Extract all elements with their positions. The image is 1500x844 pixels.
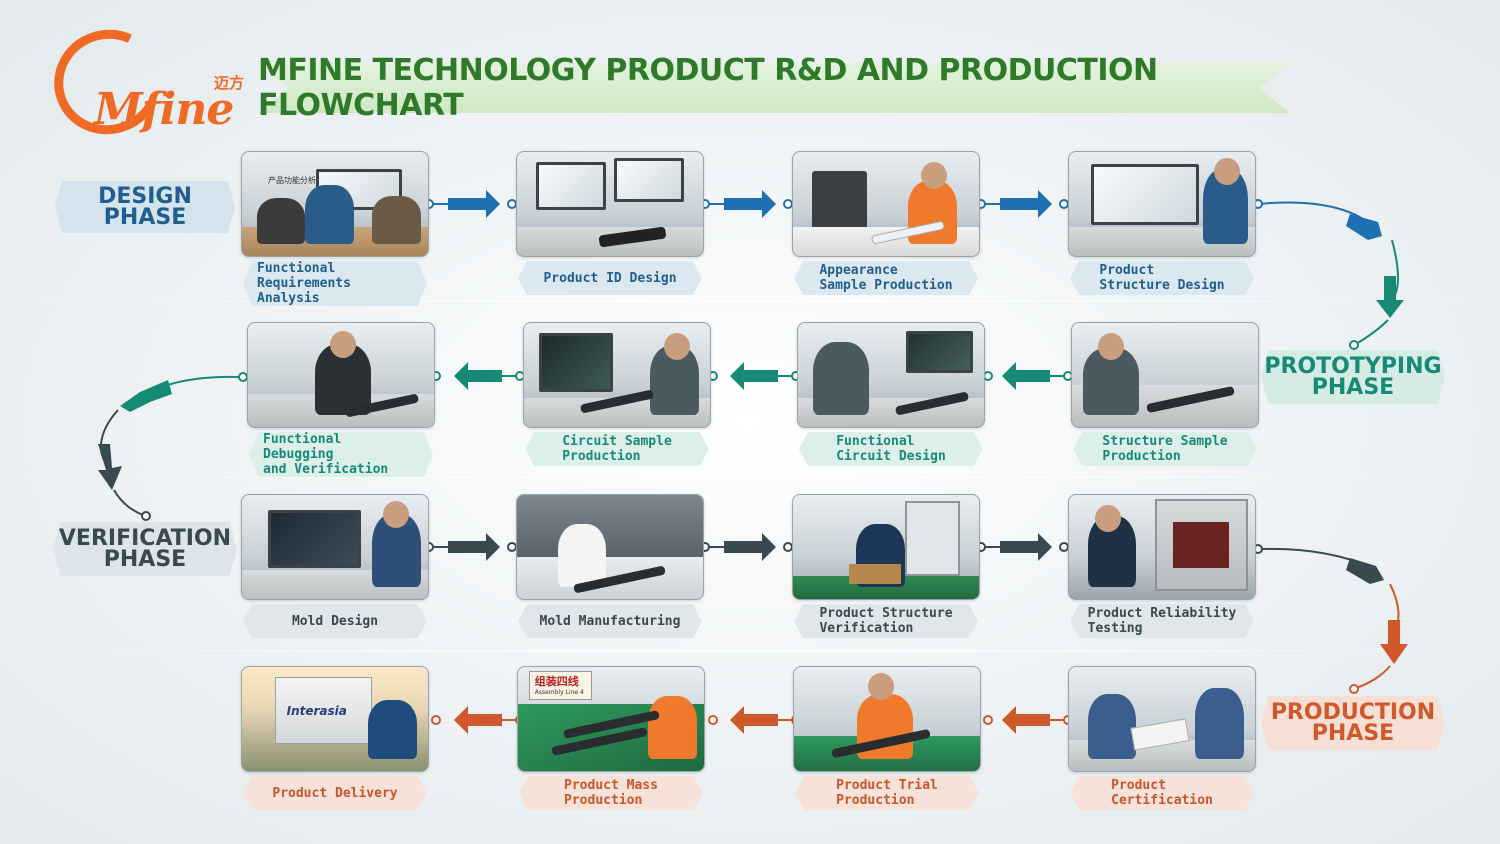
step-photo	[516, 494, 704, 600]
page-title: MFINE TECHNOLOGY PRODUCT R&D AND PRODUCT…	[258, 53, 1158, 123]
step-label: Product Structure Verification	[794, 604, 978, 638]
monitor	[535, 162, 607, 211]
chamber-window	[1173, 522, 1229, 568]
logo-wordmark: Mfine	[94, 84, 234, 135]
test-rig	[904, 501, 961, 577]
step-label: Functional Debugging and Verification	[249, 432, 433, 477]
step-label: Product Mass Production	[519, 776, 703, 810]
worker	[648, 696, 697, 759]
step-product-id-design: Product ID Design	[516, 151, 704, 295]
monitor	[905, 331, 973, 373]
step-product-mass-production: 组装四线 Assembly Line 4 Product Mass Produc…	[517, 666, 705, 810]
step-mold-manufacturing: Mold Manufacturing	[516, 494, 704, 638]
step-label: Mold Manufacturing	[518, 604, 702, 638]
board-text: 产品功能分析	[268, 175, 317, 185]
step-label: Product Certification	[1070, 776, 1254, 810]
worker	[368, 700, 417, 759]
floor	[793, 576, 979, 599]
step-photo	[247, 322, 435, 428]
engineer	[812, 341, 869, 415]
step-product-trial-production: Product Trial Production	[793, 666, 981, 810]
verification-arrows	[424, 533, 1408, 694]
monitor	[613, 158, 685, 202]
step-product-certification: Product Certification	[1068, 666, 1256, 810]
engineer-head	[329, 331, 356, 359]
3d-printer	[811, 170, 868, 229]
step-label: Product ID Design	[518, 261, 702, 295]
step-functional-circuit-design: Functional Circuit Design	[797, 322, 985, 466]
step-functional-requirements-analysis: 产品功能分析 Functional Requirements Analysis	[241, 151, 429, 306]
step-label: Mold Design	[243, 604, 427, 638]
step-photo	[1068, 666, 1256, 772]
design-arrows	[424, 190, 1404, 350]
truck	[275, 677, 373, 744]
engineer-head	[383, 501, 410, 529]
step-photo	[793, 666, 981, 772]
mfine-logo: 迈方 Mfine	[39, 14, 254, 150]
step-label: Product Delivery	[243, 776, 427, 810]
presenter	[305, 185, 354, 244]
step-label: Product Trial Production	[795, 776, 979, 810]
technician-head	[1098, 333, 1125, 361]
step-product-delivery: Interasia Product Delivery	[241, 666, 429, 810]
worker-head	[868, 673, 895, 701]
phase-label-design: DESIGN PHASE	[55, 181, 235, 233]
assembly-sign	[529, 671, 593, 701]
technician-head	[1095, 505, 1122, 533]
box	[848, 563, 901, 585]
machine	[517, 495, 703, 558]
background-streak	[0, 300, 1500, 302]
step-label: Circuit Sample Production	[525, 432, 709, 466]
step-appearance-sample-production: Appearance Sample Production	[792, 151, 980, 295]
step-mold-design: Mold Design	[241, 494, 429, 638]
step-photo	[1068, 494, 1256, 600]
phase-label-verification: VERIFICATION PHASE	[53, 522, 237, 576]
step-product-structure-design: Product Structure Design	[1068, 151, 1256, 295]
title-banner	[258, 63, 1290, 113]
step-photo	[1068, 151, 1256, 257]
oscilloscope-screen	[538, 333, 614, 392]
truck-brand: Interasia	[286, 704, 347, 719]
step-label: Appearance Sample Production	[794, 261, 978, 295]
cad-monitor	[1091, 164, 1200, 225]
cad-monitor	[268, 509, 362, 568]
step-label: Product Structure Design	[1070, 261, 1254, 295]
step-photo	[241, 494, 429, 600]
inspector	[1195, 687, 1244, 759]
inspector	[1087, 694, 1136, 759]
step-photo: 产品功能分析	[241, 151, 429, 257]
step-photo	[792, 151, 980, 257]
worker	[557, 524, 607, 587]
technician-head	[921, 162, 948, 190]
step-label: Structure Sample Production	[1073, 432, 1257, 466]
phase-label-production: PRODUCTION PHASE	[1261, 696, 1445, 750]
step-photo	[797, 322, 985, 428]
prototyping-arrows	[98, 362, 1073, 521]
assembly-sign-en: Assembly Line 4	[534, 688, 584, 696]
step-label: Product Reliability Testing	[1070, 604, 1254, 638]
step-photo	[523, 322, 711, 428]
step-label: Functional Requirements Analysis	[243, 261, 427, 306]
step-circuit-sample-production: Circuit Sample Production	[523, 322, 711, 466]
step-structure-sample-production: Structure Sample Production	[1071, 322, 1259, 466]
step-functional-debugging-verification: Functional Debugging and Verification	[247, 322, 435, 477]
attendee	[372, 195, 421, 244]
engineer-head	[1214, 158, 1241, 186]
step-photo: 组装四线 Assembly Line 4	[517, 666, 705, 772]
step-photo	[792, 494, 980, 600]
logo-chinese-text: 迈方	[214, 74, 245, 92]
step-product-reliability-testing: Product Reliability Testing	[1068, 494, 1256, 638]
assembly-sign-cn: 组装四线	[534, 675, 579, 689]
attendee	[256, 197, 306, 244]
step-photo	[1071, 322, 1259, 428]
step-photo: Interasia	[241, 666, 429, 772]
step-product-structure-verification: Product Structure Verification	[792, 494, 980, 638]
background-streak	[0, 650, 1500, 652]
step-photo	[516, 151, 704, 257]
background-streak	[0, 476, 1500, 478]
phase-label-prototyping: PROTOTYPING PHASE	[1261, 350, 1445, 404]
engineer-head	[663, 333, 690, 361]
step-label: Functional Circuit Design	[799, 432, 983, 466]
